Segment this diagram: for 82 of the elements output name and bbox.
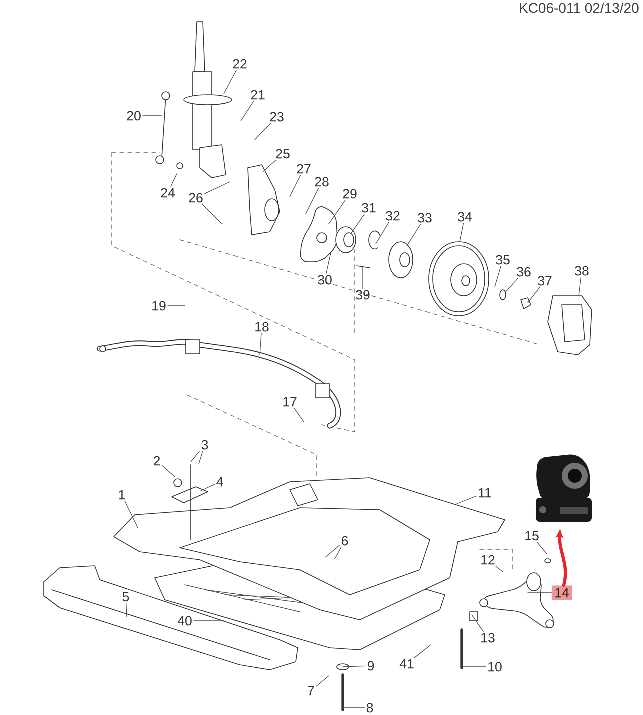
callout-number: 35	[496, 255, 510, 265]
leader-line	[362, 266, 364, 290]
callout-number: 39	[356, 290, 370, 300]
leader-line	[162, 465, 176, 478]
leader-line	[578, 277, 582, 296]
leader-line	[224, 70, 237, 94]
leader-line	[472, 614, 484, 632]
leader-line	[350, 214, 365, 234]
callout-number: 32	[386, 211, 400, 221]
callout-number: 11	[479, 488, 492, 498]
leader-line	[190, 451, 200, 462]
callout-number: 3	[202, 440, 208, 450]
leader-line	[328, 200, 346, 224]
leader-line	[406, 224, 422, 246]
leader-line	[495, 566, 504, 572]
leader-line	[306, 188, 320, 214]
callout-number: 2	[154, 456, 160, 466]
leader-line	[456, 496, 477, 504]
leader-line	[290, 174, 302, 198]
callout-number: 7	[308, 686, 314, 696]
leader-line	[528, 592, 552, 594]
callout-number: 21	[251, 90, 265, 100]
bushing-drawing	[536, 454, 592, 522]
callout-number: 4	[216, 477, 224, 487]
leader-line	[202, 204, 222, 224]
callout-number: 24	[161, 188, 176, 198]
callout-number: 36	[517, 267, 531, 277]
callout-number: 10	[488, 662, 502, 672]
leader-line	[506, 278, 519, 292]
callout-number: 1	[119, 490, 126, 500]
callout-number: 6	[342, 536, 348, 546]
callout-number: 33	[418, 213, 432, 223]
leader-line	[294, 408, 304, 422]
callout-number: 17	[284, 397, 297, 407]
leader-line	[376, 222, 390, 244]
callout-number: 26	[189, 193, 203, 203]
callout-number: 40	[178, 616, 192, 626]
callout-number: 8	[366, 703, 374, 713]
callout-number: 20	[127, 111, 141, 121]
callout-number: 27	[297, 164, 311, 174]
leader-line	[326, 252, 332, 274]
callout-number: 28	[315, 177, 329, 187]
callout-number: 22	[233, 59, 247, 69]
leader-line	[326, 545, 340, 558]
callout-number: 29	[343, 189, 357, 199]
leader-line	[204, 182, 230, 194]
leader-line	[460, 223, 464, 242]
leader-line	[200, 484, 216, 492]
leader-line	[494, 266, 502, 288]
leader-line	[254, 123, 272, 140]
callout-number: 13	[482, 633, 495, 643]
leader-line	[316, 676, 330, 687]
leader-line	[240, 100, 254, 122]
callout-number: 38	[575, 266, 589, 276]
callout-number: 15	[526, 531, 539, 541]
leader-line	[194, 620, 224, 622]
callout-number: 23	[270, 112, 284, 122]
callout-number: 5	[122, 592, 130, 602]
callout-number: 12	[482, 555, 495, 565]
drawing-number: KC06-011 02/13/20	[520, 2, 639, 14]
leader-line	[342, 666, 366, 668]
leader-line	[334, 547, 342, 560]
leader-line	[126, 602, 128, 618]
leader-line	[170, 174, 178, 188]
leader-line	[536, 542, 548, 554]
callout-number: 34	[458, 212, 472, 222]
callout-number: 41	[400, 659, 414, 669]
callout-number: 30	[318, 275, 332, 285]
callout-number: 37	[538, 276, 552, 286]
callout-number: 9	[368, 661, 374, 671]
callout-number: 31	[362, 203, 376, 213]
leader-line	[414, 644, 432, 658]
leader-line	[528, 287, 540, 304]
callout-number: 19	[152, 301, 166, 311]
callout-box: 14	[552, 586, 572, 600]
leader-line	[462, 666, 486, 668]
leader-line	[260, 333, 262, 356]
callout-number: 25	[276, 149, 290, 159]
callout-number: 18	[256, 322, 269, 332]
leader-line	[198, 451, 204, 464]
leader-line	[262, 160, 276, 172]
leader-line	[124, 500, 138, 528]
